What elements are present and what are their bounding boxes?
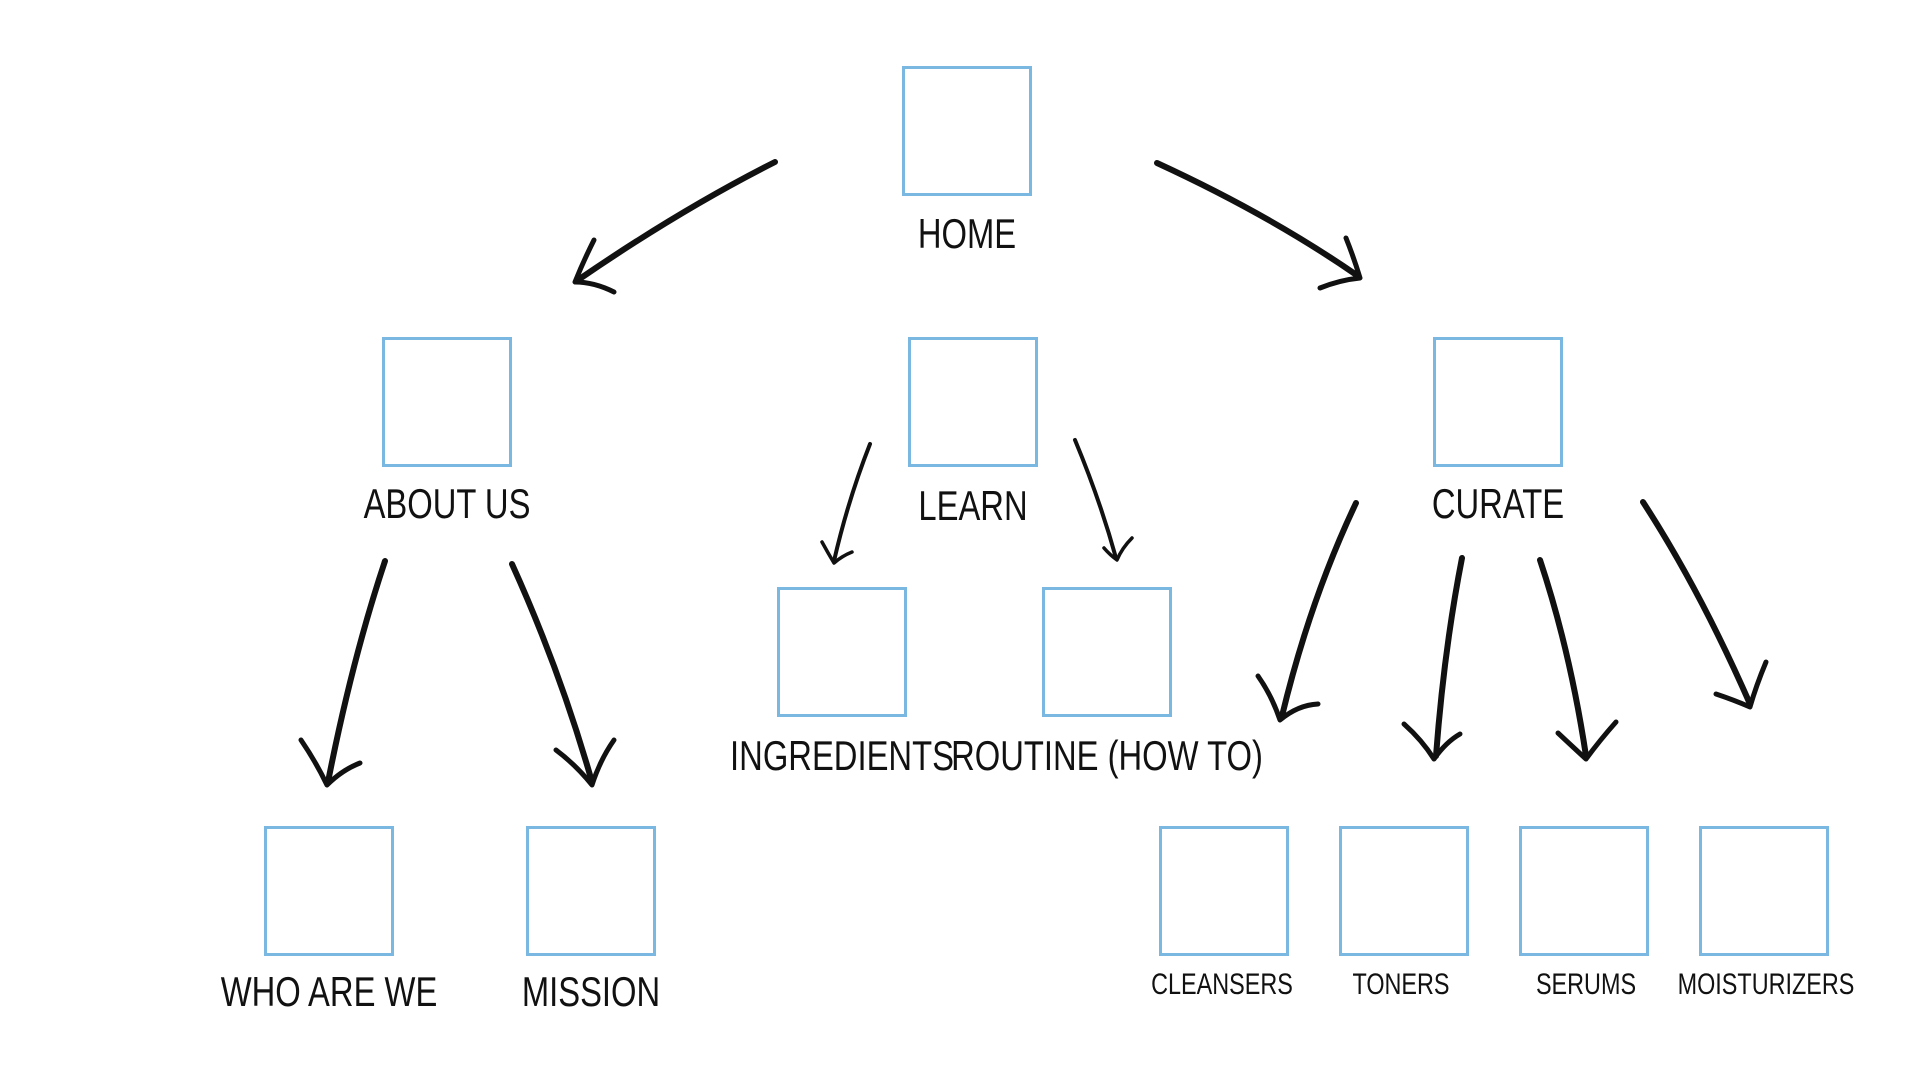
node-serums-box bbox=[1519, 826, 1649, 956]
node-home-box bbox=[902, 66, 1032, 196]
arrow-learn-to-ingredients bbox=[820, 442, 872, 565]
node-learn-label: LEARN bbox=[918, 482, 1028, 529]
node-toners-box bbox=[1339, 826, 1469, 956]
arrow-home-to-curate bbox=[1154, 160, 1363, 291]
node-about-us-label: ABOUT US bbox=[363, 480, 531, 527]
arrow-curate-to-toners bbox=[1401, 555, 1465, 762]
arrow-curate-to-serums bbox=[1537, 557, 1619, 762]
node-serums-label: SERUMS bbox=[1535, 968, 1637, 1001]
node-home-label: HOME bbox=[917, 210, 1017, 257]
node-learn-box bbox=[908, 337, 1038, 467]
arrow-curate-to-cleansers bbox=[1255, 500, 1359, 723]
arrow-curate-to-moisturizers bbox=[1640, 499, 1769, 710]
node-moisturizers-box bbox=[1699, 826, 1829, 956]
arrow-home-to-about-us bbox=[572, 159, 778, 295]
node-ingredients-box bbox=[777, 587, 907, 717]
arrow-about-us-to-who-are-we bbox=[298, 558, 388, 788]
node-who-are-we-label: WHO ARE WE bbox=[220, 968, 438, 1015]
node-who-are-we-box bbox=[264, 826, 394, 956]
node-about-us-box bbox=[382, 337, 512, 467]
arrow-about-us-to-mission bbox=[509, 561, 617, 788]
node-cleansers-box bbox=[1159, 826, 1289, 956]
node-cleansers-label: CLEANSERS bbox=[1151, 968, 1293, 1001]
node-curate-label: CURATE bbox=[1431, 480, 1565, 527]
node-mission-box bbox=[526, 826, 656, 956]
arrow-learn-to-routine bbox=[1073, 438, 1134, 562]
node-toners-label: TONERS bbox=[1352, 968, 1450, 1001]
node-routine-box bbox=[1042, 587, 1172, 717]
node-mission-label: MISSION bbox=[521, 968, 661, 1015]
node-moisturizers-label: MOISTURIZERS bbox=[1677, 968, 1855, 1001]
node-ingredients-label: INGREDIENTS bbox=[730, 732, 954, 779]
node-routine-label: ROUTINE (HOW TO) bbox=[951, 732, 1263, 779]
node-curate-box bbox=[1433, 337, 1563, 467]
